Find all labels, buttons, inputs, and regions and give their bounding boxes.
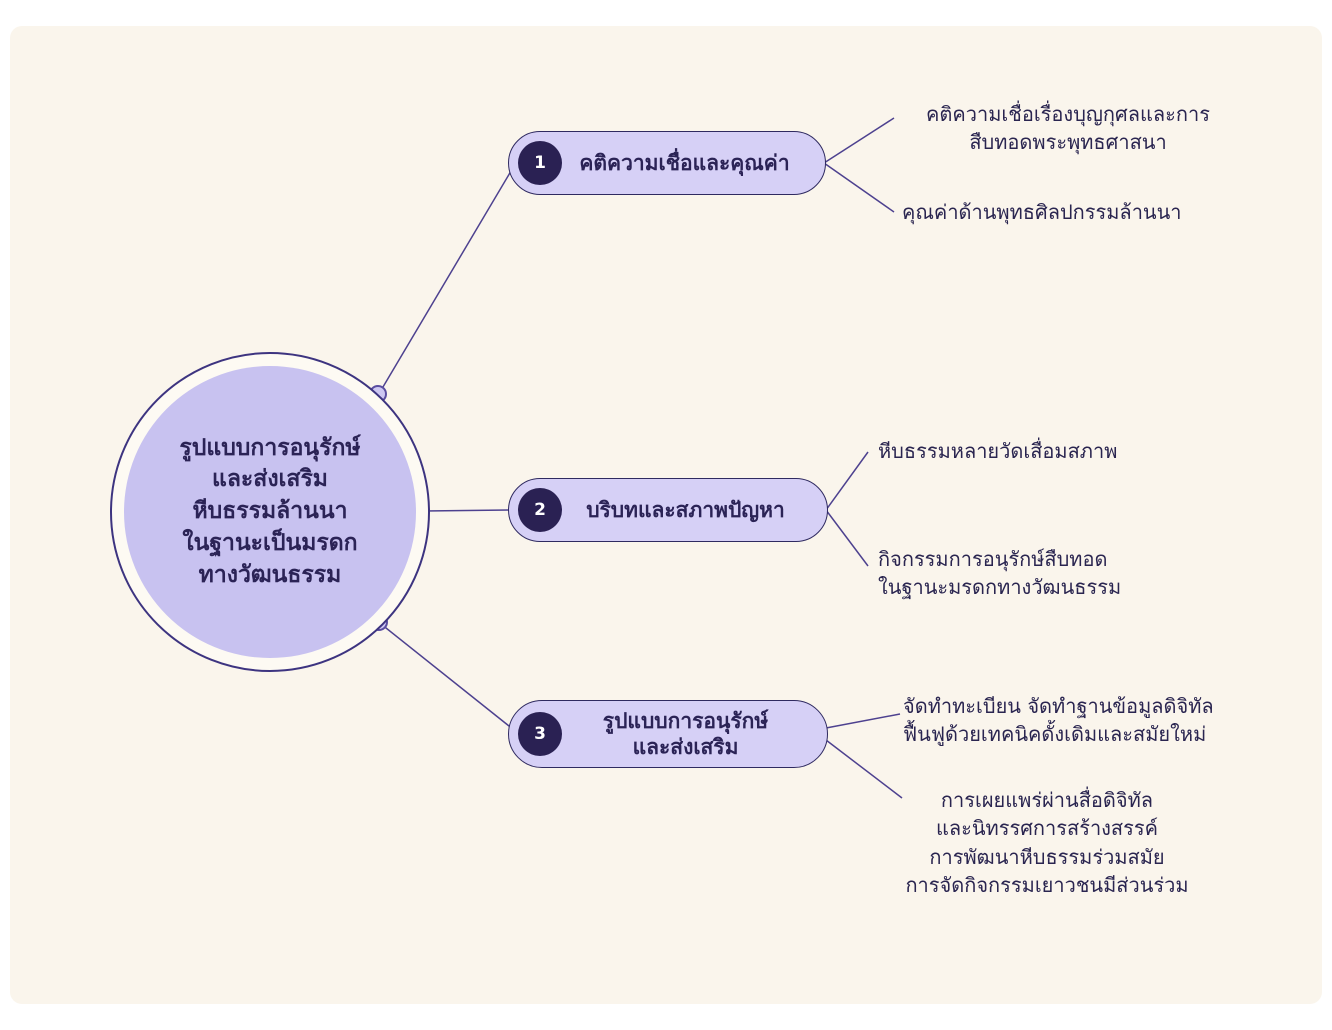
central-line-2: และส่งเสริม — [212, 466, 328, 493]
leaf-3-2-line-1: การเผยแพร่ผ่านสื่อดิจิทัล — [940, 788, 1154, 812]
branch-1-number-badge: 1 — [518, 141, 562, 185]
branch-2-number-badge: 2 — [518, 488, 562, 532]
central-topic-node[interactable]: รูปแบบการอนุรักษ์ และส่งเสริม หีบธรรมล้า… — [110, 352, 430, 672]
leaf-3-1[interactable]: จัดทำทะเบียน จัดทำฐานข้อมูลดิจิทัล ฟื้นฟ… — [903, 692, 1283, 749]
branch-1-label: คติความเชื่อและคุณค่า — [562, 150, 807, 176]
leaf-3-2-line-2: และนิทรรศการสร้างสรรค์ — [935, 816, 1159, 841]
branch-node-3[interactable]: 3 รูปแบบการอนุรักษ์ และส่งเสริม — [508, 700, 828, 768]
branch-node-1[interactable]: 1 คติความเชื่อและคุณค่า — [508, 131, 826, 195]
leaf-1-1-line-1: คติความเชื่อเรื่องบุญกุศลและการ — [926, 102, 1210, 126]
branch-2-number: 2 — [534, 500, 546, 520]
central-line-1: รูปแบบการอนุรักษ์ — [179, 434, 361, 461]
leaf-3-2-line-4: การจัดกิจกรรมเยาวชนมีส่วนร่วม — [905, 873, 1189, 898]
leaf-2-2-line-2: ในฐานะมรดกทางวัฒนธรรม — [878, 575, 1122, 600]
branch-3-label-line-2: และส่งเสริม — [632, 735, 739, 759]
leaf-3-1-line-1: จัดทำทะเบียน จัดทำฐานข้อมูลดิจิทัล — [903, 694, 1214, 718]
branch-1-label-line-1: คติความเชื่อและคุณค่า — [579, 150, 790, 175]
leaf-3-1-line-2: ฟื้นฟูด้วยเทคนิคดั้งเดิมและสมัยใหม่ — [903, 722, 1207, 747]
leaf-2-1[interactable]: หีบธรรมหลายวัดเสื่อมสภาพ — [878, 437, 1218, 465]
branch-3-number: 3 — [534, 724, 546, 744]
central-topic-fill: รูปแบบการอนุรักษ์ และส่งเสริม หีบธรรมล้า… — [124, 366, 416, 658]
branch-3-number-badge: 3 — [518, 712, 562, 756]
central-line-4: ในฐานะเป็นมรดก — [182, 529, 358, 556]
branch-2-label: บริบทและสภาพปัญหา — [562, 497, 809, 523]
leaf-1-1-line-2: สืบทอดพระพุทธศาสนา — [969, 130, 1167, 155]
branch-3-label-line-1: รูปแบบการอนุรักษ์ — [602, 708, 769, 733]
central-topic-label: รูปแบบการอนุรักษ์ และส่งเสริม หีบธรรมล้า… — [179, 433, 360, 592]
branch-3-label: รูปแบบการอนุรักษ์ และส่งเสริม — [562, 708, 809, 761]
leaf-2-2[interactable]: กิจกรรมการอนุรักษ์สืบทอด ในฐานะมรดกทางวั… — [878, 545, 1218, 602]
leaf-2-2-line-1: กิจกรรมการอนุรักษ์สืบทอด — [878, 547, 1108, 571]
leaf-1-2[interactable]: คุณค่าด้านพุทธศิลปกรรมล้านนา — [902, 198, 1242, 226]
branch-2-label-line-1: บริบทและสภาพปัญหา — [586, 497, 785, 522]
leaf-2-1-line-1: หีบธรรมหลายวัดเสื่อมสภาพ — [878, 439, 1118, 463]
leaf-1-1[interactable]: คติความเชื่อเรื่องบุญกุศลและการ สืบทอดพร… — [893, 100, 1243, 157]
branch-node-2[interactable]: 2 บริบทและสภาพปัญหา — [508, 478, 828, 542]
leaf-3-2[interactable]: การเผยแพร่ผ่านสื่อดิจิทัล และนิทรรศการสร… — [872, 786, 1222, 900]
branch-1-number: 1 — [534, 153, 546, 173]
central-line-5: ทางวัฒนธรรม — [198, 561, 342, 588]
central-line-3: หีบธรรมล้านนา — [192, 498, 348, 525]
leaf-3-2-line-3: การพัฒนาหีบธรรมร่วมสมัย — [929, 844, 1165, 869]
leaf-1-2-line-1: คุณค่าด้านพุทธศิลปกรรมล้านนา — [902, 200, 1182, 224]
